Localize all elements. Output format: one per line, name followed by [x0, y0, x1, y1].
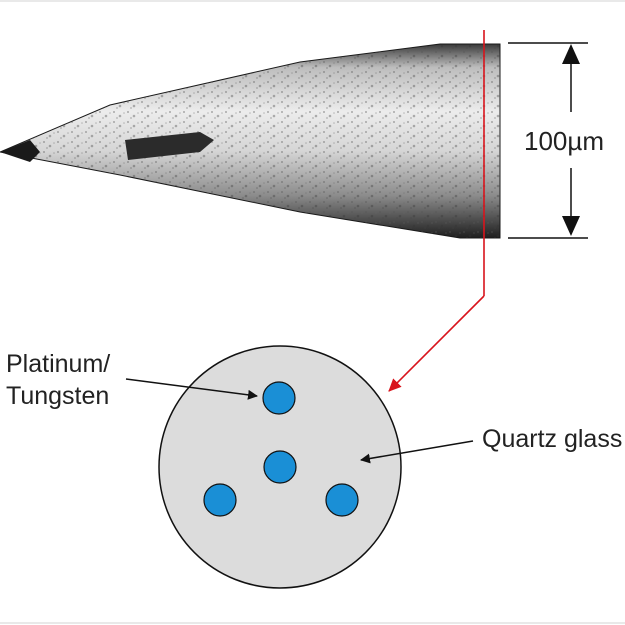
top-border	[0, 0, 625, 2]
glass-pointer-arrow	[360, 440, 474, 464]
core-center	[263, 450, 297, 484]
core-left	[203, 483, 237, 517]
core-pointer-arrow	[125, 378, 258, 400]
core-material-label-line2: Tungsten	[6, 382, 110, 410]
bottom-border	[0, 622, 625, 624]
dimension-indicator	[508, 42, 588, 239]
surface-defect	[125, 132, 214, 160]
cladding-label: Quartz glass	[482, 425, 623, 453]
cross-section	[158, 345, 402, 589]
core-top	[262, 381, 296, 415]
section-line	[388, 30, 485, 392]
core-material-label-line1: Platinum/	[6, 350, 111, 378]
electrode-tip	[0, 43, 501, 239]
core-right	[325, 483, 359, 517]
dimension-label: 100µm	[524, 126, 605, 156]
